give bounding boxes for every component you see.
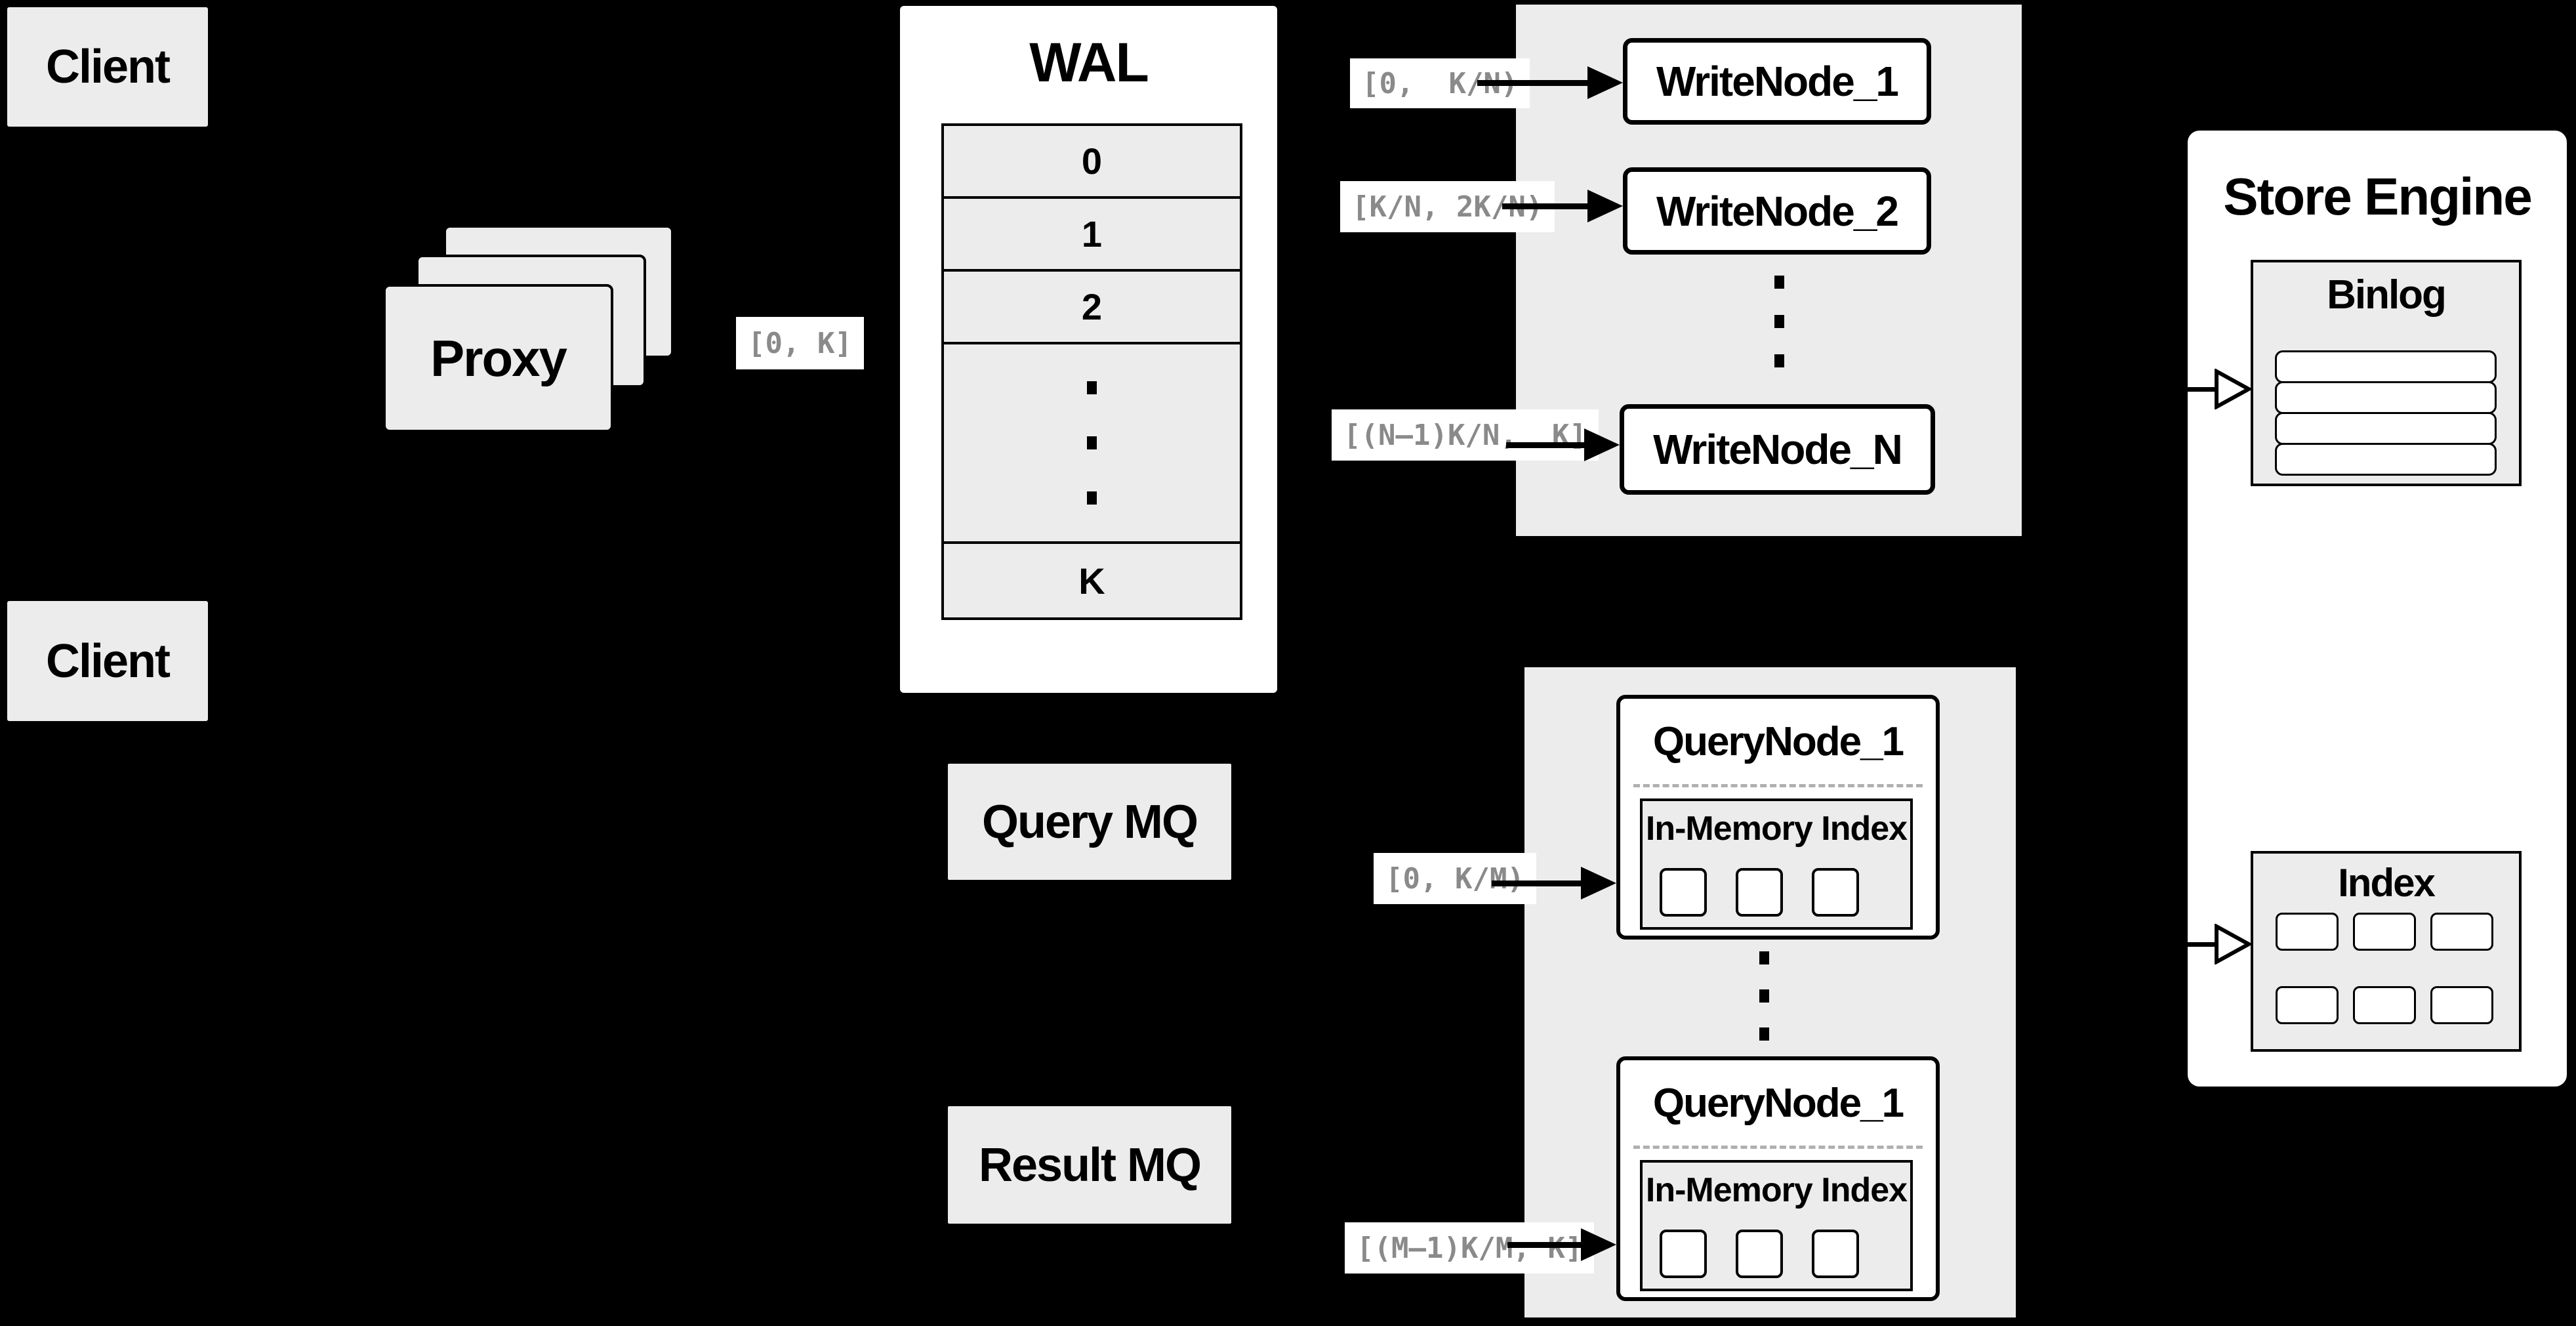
query-mq-box: Query MQ — [947, 762, 1233, 881]
binlog-rows — [2275, 350, 2497, 476]
index-segment-cells — [1660, 1230, 1859, 1278]
vertical-ellipsis-icon — [1774, 276, 1784, 367]
arrow-right-icon — [1587, 190, 1623, 222]
open-arrow-right-icon — [2215, 369, 2251, 409]
vertical-ellipsis-icon — [1087, 381, 1097, 505]
writenode-n-label: WriteNode_N — [1653, 426, 1903, 473]
arrow-to-writenode-2 — [1502, 203, 1590, 209]
writenode-1-box: WriteNode_1 — [1623, 38, 1931, 125]
edge-label-proxy-to-wal: [0, K] — [736, 317, 864, 369]
in-memory-index-label-2: In-Memory Index — [1645, 1171, 1908, 1209]
client-bottom-label: Client — [45, 634, 171, 688]
index-cells — [2276, 913, 2493, 1024]
arrow-to-writenode-n — [1506, 442, 1587, 448]
arrow-to-index — [2152, 942, 2220, 947]
querynode-1-title: QueryNode_1 — [1652, 719, 1904, 764]
arrow-to-binlog — [2152, 387, 2220, 392]
proxy-card-front: Proxy — [383, 284, 613, 432]
arrow-right-icon — [1587, 66, 1623, 99]
wal-segment-2: 2 — [944, 272, 1240, 344]
client-box-bottom: Client — [5, 599, 210, 723]
arrow-right-icon — [1581, 1228, 1616, 1261]
in-memory-index-box-1: In-Memory Index — [1640, 798, 1913, 930]
dashed-divider — [1633, 1146, 1923, 1149]
index-segment-cells — [1660, 868, 1859, 917]
in-memory-index-label-1: In-Memory Index — [1645, 810, 1908, 848]
store-engine-title: Store Engine — [2223, 167, 2532, 226]
in-memory-index-box-2: In-Memory Index — [1640, 1160, 1913, 1291]
querynode-1-box: QueryNode_1 In-Memory Index — [1616, 695, 1940, 940]
writenode-2-label: WriteNode_2 — [1656, 187, 1899, 235]
wal-segment-1: 1 — [944, 199, 1240, 272]
querynode-2-title: QueryNode_1 — [1652, 1081, 1904, 1126]
arrow-to-writenode-1 — [1477, 80, 1590, 86]
index-box: Index — [2251, 851, 2522, 1052]
edge-label-to-querynode-1: [0, K/M) — [1374, 853, 1536, 904]
writenode-2-box: WriteNode_2 — [1623, 167, 1931, 255]
arrow-right-icon — [1584, 428, 1620, 461]
edge-label-to-writenode-1: [0, K/N) — [1350, 58, 1530, 108]
edge-label-to-querynode-m: [(M–1)K/M, K] — [1345, 1222, 1595, 1274]
store-engine-container: Store Engine Binlog Index — [2185, 128, 2569, 1089]
querynode-2-box: QueryNode_1 In-Memory Index — [1616, 1056, 1940, 1301]
wal-container: WAL 0 1 2 K — [897, 3, 1280, 695]
query-mq-label: Query MQ — [981, 795, 1198, 848]
writenode-n-box: WriteNode_N — [1620, 404, 1935, 495]
dashed-divider — [1633, 784, 1923, 787]
result-mq-label: Result MQ — [978, 1138, 1202, 1191]
open-arrow-right-icon — [2215, 924, 2251, 964]
index-title: Index — [2338, 861, 2436, 905]
wal-title: WAL — [1029, 31, 1149, 93]
arrow-to-querynode-1 — [1492, 881, 1584, 886]
edge-label-to-writenode-n: [(N–1)K/N, K] — [1332, 409, 1599, 461]
wal-segment-ellipsis — [944, 344, 1240, 544]
client-top-label: Client — [45, 41, 171, 93]
result-mq-box: Result MQ — [947, 1105, 1233, 1225]
binlog-title: Binlog — [2327, 272, 2447, 318]
wal-segment-k: K — [944, 544, 1240, 617]
arrow-to-querynode-m — [1507, 1242, 1584, 1248]
client-box-top: Client — [5, 5, 210, 129]
arrow-right-icon — [1581, 867, 1616, 900]
binlog-box: Binlog — [2251, 260, 2522, 486]
wal-segment-0: 0 — [944, 126, 1240, 199]
proxy-label: Proxy — [430, 329, 567, 387]
vertical-ellipsis-icon — [1759, 951, 1769, 1041]
wal-segment-table: 0 1 2 K — [941, 123, 1242, 620]
writenode-1-label: WriteNode_1 — [1656, 58, 1899, 105]
